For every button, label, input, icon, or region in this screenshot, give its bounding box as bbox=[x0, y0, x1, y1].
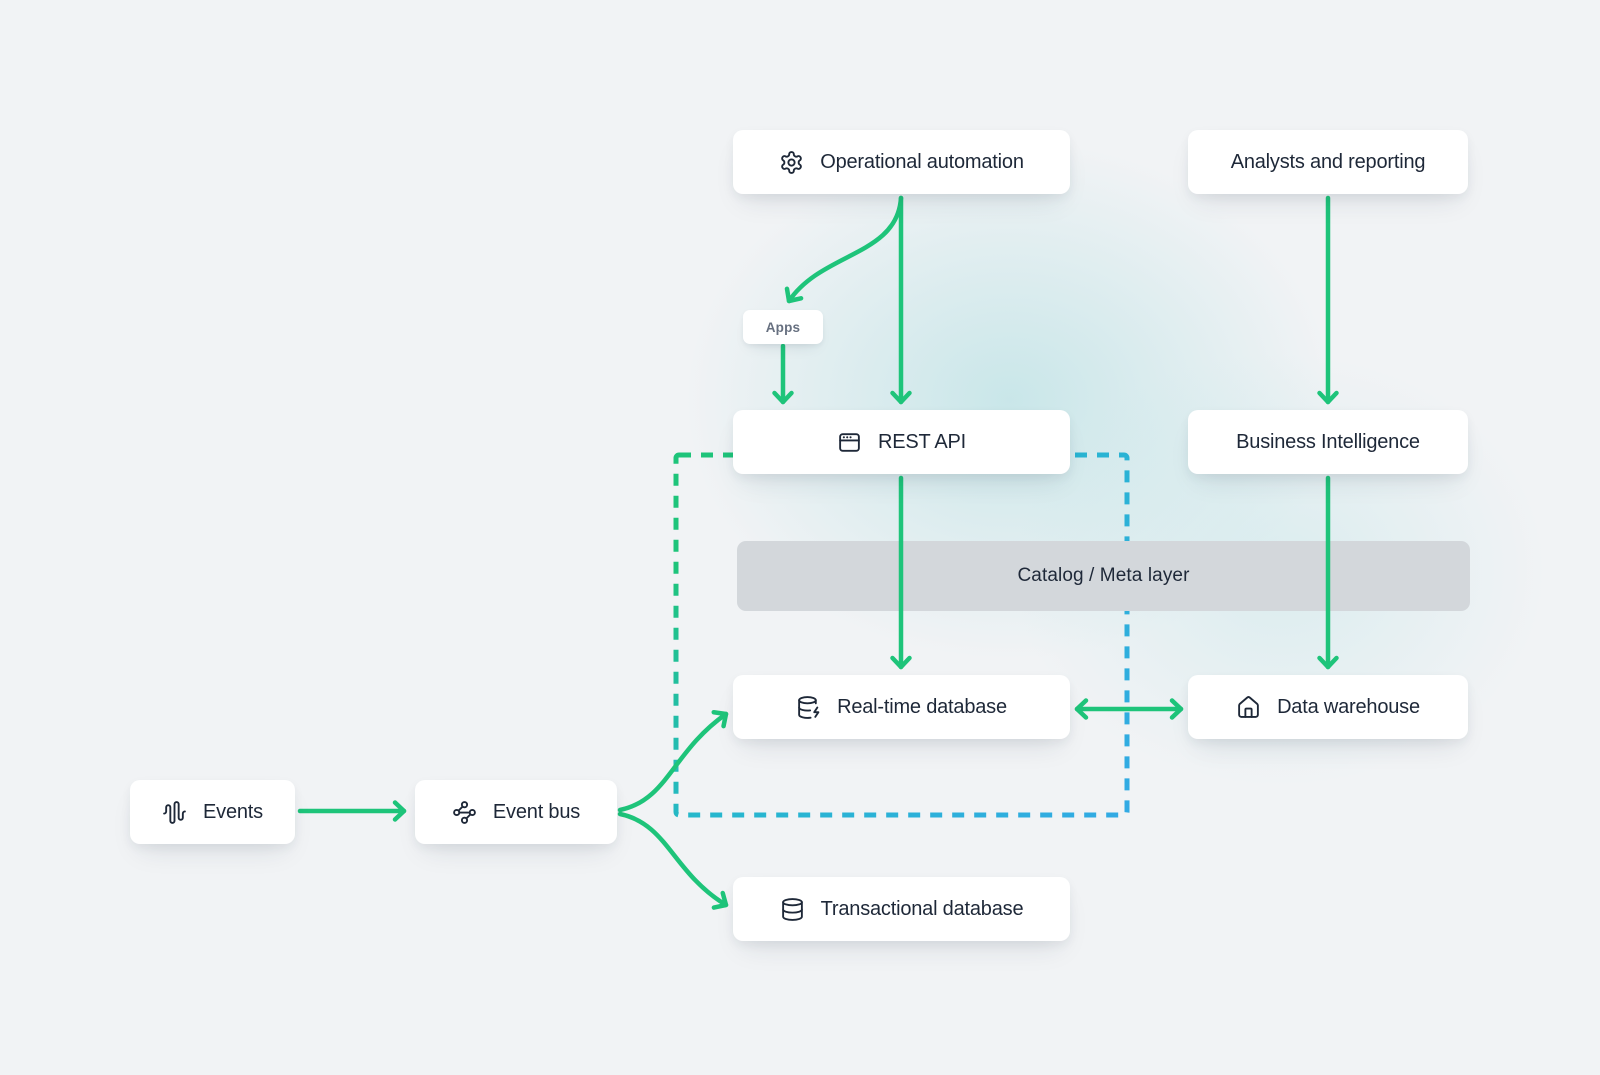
gear-icon bbox=[779, 150, 804, 175]
node-label: Transactional database bbox=[820, 897, 1024, 920]
node-label: Data warehouse bbox=[1277, 695, 1420, 718]
house-icon bbox=[1236, 695, 1261, 720]
node-data-warehouse: Data warehouse bbox=[1188, 675, 1468, 739]
catalog-meta-layer-band: Catalog / Meta layer bbox=[737, 541, 1470, 611]
node-label: Event bus bbox=[492, 800, 581, 823]
node-operational-automation: Operational automation bbox=[733, 130, 1070, 194]
node-events: Events bbox=[130, 780, 295, 844]
node-business-intelligence: Business Intelligence bbox=[1188, 410, 1468, 474]
node-label: Business Intelligence bbox=[1236, 430, 1420, 453]
node-analysts-and-reporting: Analysts and reporting bbox=[1188, 130, 1468, 194]
node-label: REST API bbox=[877, 430, 967, 453]
database-icon bbox=[780, 897, 805, 922]
node-rest-api: REST API bbox=[733, 410, 1070, 474]
node-label: Operational automation bbox=[820, 150, 1024, 173]
node-transactional-database: Transactional database bbox=[733, 877, 1070, 941]
waypoints-icon bbox=[452, 800, 477, 825]
dashed-boundary-rect bbox=[673, 452, 1130, 818]
node-apps: Apps bbox=[743, 310, 823, 344]
edge-operational-automation-to-apps bbox=[784, 195, 904, 304]
edge-event-bus-to-real-time-database bbox=[617, 709, 729, 813]
app-window-icon bbox=[837, 430, 862, 455]
database-zap-icon bbox=[796, 695, 821, 720]
edge-event-bus-to-transactional-database bbox=[617, 811, 729, 910]
node-label: Real-time database bbox=[837, 695, 1007, 718]
waveform-icon bbox=[162, 800, 187, 825]
node-label: Events bbox=[203, 800, 263, 823]
node-label: Analysts and reporting bbox=[1230, 150, 1426, 173]
node-label: Apps bbox=[765, 319, 801, 335]
catalog-meta-layer-label: Catalog / Meta layer bbox=[1017, 565, 1190, 586]
node-real-time-database: Real-time database bbox=[733, 675, 1070, 739]
node-event-bus: Event bus bbox=[415, 780, 617, 844]
